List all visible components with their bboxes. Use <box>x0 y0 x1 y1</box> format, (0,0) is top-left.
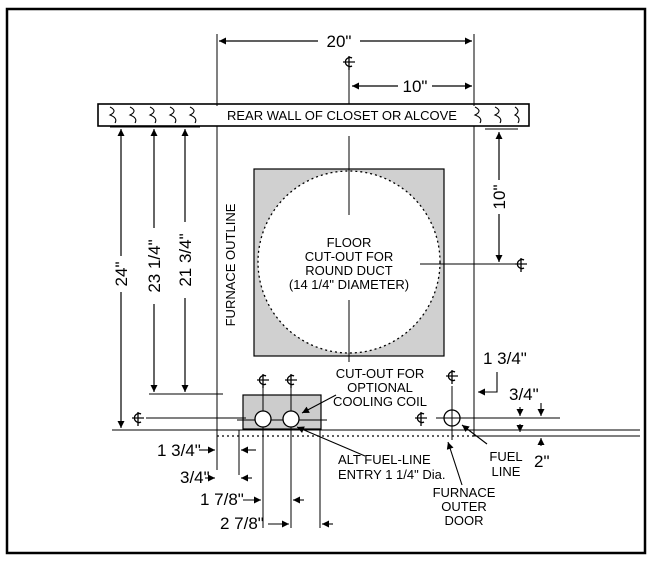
outer-door-label: FURNACE OUTER DOOR <box>433 485 496 528</box>
round-duct-circle <box>257 170 441 354</box>
dim-width-20: 20" <box>327 32 352 51</box>
svg-text:FLOOR: FLOOR <box>327 235 372 250</box>
alt-fuel-label: ALT FUEL-LINE ENTRY 1 1/4" Dia. <box>338 452 445 482</box>
dim-half-width-10: 10" <box>403 77 428 96</box>
cooling-coil-cutout <box>242 394 322 430</box>
dim-bottom-1-7-8: 1 7/8" <box>200 490 244 509</box>
dim-duct-offset-10: 10" <box>490 185 509 210</box>
alt-fuel-hole-left <box>254 410 272 428</box>
svg-text:(14 1/4" DIAMETER): (14 1/4" DIAMETER) <box>289 277 409 292</box>
centerline-icon <box>342 55 356 71</box>
svg-text:ALT FUEL-LINE: ALT FUEL-LINE <box>338 452 431 467</box>
centerline-icon <box>256 373 270 389</box>
svg-text:OPTIONAL: OPTIONAL <box>347 380 413 395</box>
svg-text:COOLING COIL: COOLING COIL <box>333 394 427 409</box>
page-frame <box>5 7 647 555</box>
dim-depth-24: 24" <box>112 262 131 287</box>
centerline-icon <box>284 373 298 389</box>
fuel-line-label: FUEL LINE <box>489 449 522 479</box>
svg-text:LINE: LINE <box>492 464 521 479</box>
dim-bottom-1-3-4: 1 3/4" <box>157 441 201 460</box>
rear-wall: REAR WALL OF CLOSET OR ALCOVE <box>97 103 530 127</box>
dim-bottom-2-7-8: 2 7/8" <box>220 514 264 533</box>
dim-right-3-4: 3/4" <box>509 385 539 404</box>
svg-text:OUTER: OUTER <box>441 499 487 514</box>
dim-depth-21-3-4: 21 3/4" <box>176 233 195 286</box>
dim-depth-23-1-4: 23 1/4" <box>145 239 164 292</box>
svg-text:FURNACE: FURNACE <box>433 485 496 500</box>
svg-text:FUEL: FUEL <box>489 449 522 464</box>
dim-right-2: 2" <box>534 452 550 471</box>
furnace-outline-label: FURNACE OUTLINE <box>223 203 238 326</box>
rear-wall-label: REAR WALL OF CLOSET OR ALCOVE <box>227 108 457 123</box>
dim-bottom-3-4: 3/4" <box>180 468 210 487</box>
svg-text:DOOR: DOOR <box>445 513 484 528</box>
svg-text:CUT-OUT FOR: CUT-OUT FOR <box>305 249 394 264</box>
alt-fuel-hole-right <box>282 410 300 428</box>
centerline-icon <box>445 369 459 385</box>
floor-cutout-label: FLOOR CUT-OUT FOR ROUND DUCT (14 1/4" DI… <box>289 235 409 292</box>
centerline-icon <box>514 257 528 273</box>
svg-text:ROUND DUCT: ROUND DUCT <box>305 263 392 278</box>
dim-right-1-3-4: 1 3/4" <box>483 349 527 368</box>
centerline-icon <box>131 411 145 427</box>
svg-text:ENTRY 1 1/4" Dia.: ENTRY 1 1/4" Dia. <box>338 467 445 482</box>
centerline-icon <box>414 411 428 427</box>
coil-cutout-label: CUT-OUT FOR OPTIONAL COOLING COIL <box>333 366 427 409</box>
svg-text:CUT-OUT FOR: CUT-OUT FOR <box>336 366 425 381</box>
